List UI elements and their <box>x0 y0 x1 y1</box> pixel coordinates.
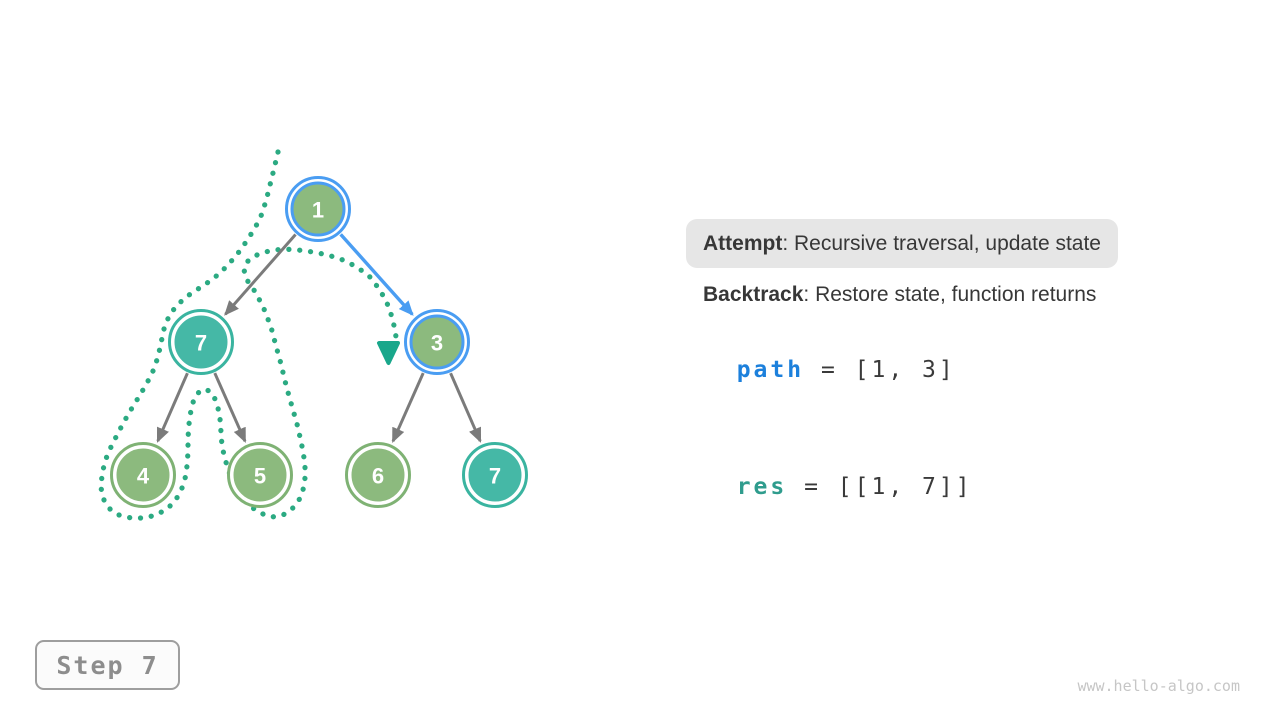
watermark: www.hello-algo.com <box>1077 677 1240 695</box>
node-value: 4 <box>137 464 150 489</box>
res-var: res <box>736 474 788 500</box>
path-var: path <box>736 357 805 383</box>
tree-node-6: 6 <box>345 442 411 508</box>
node-value: 3 <box>431 331 443 356</box>
step-badge: Step 7 <box>35 640 180 690</box>
path-value: = [1, 3] <box>804 357 956 383</box>
backtrack-text: : Restore state, function returns <box>803 283 1097 306</box>
active-edge-n1-n3 <box>339 233 414 316</box>
node-value: 7 <box>195 331 207 356</box>
res-value: = [[1, 7]] <box>787 474 973 500</box>
tree-node-7: 7 <box>168 309 234 375</box>
tree-edge-n3-n7r <box>449 372 482 443</box>
backtrack-note: Backtrack: Restore state, function retur… <box>703 283 1096 307</box>
tree-edge-n7l-n4 <box>156 372 189 443</box>
tree-edge-n3-n6 <box>391 372 425 444</box>
tree-edge-n7l-n5 <box>213 372 247 444</box>
backtrack-keyword: Backtrack <box>703 283 804 306</box>
tree-node-7: 7 <box>462 442 528 508</box>
tree-node-3: 3 <box>404 309 470 375</box>
path-variable-line: path = [1, 3] <box>703 331 956 383</box>
step-label: Step 7 <box>56 650 159 680</box>
attempt-text: : Recursive traversal, update state <box>782 231 1101 255</box>
tree-node-4: 4 <box>110 442 176 508</box>
attempt-note: Attempt: Recursive traversal, update sta… <box>686 219 1118 268</box>
tree-edge-n1-n7l <box>224 233 297 316</box>
res-variable-line: res = [[1, 7]] <box>703 448 973 500</box>
node-value: 1 <box>312 198 324 223</box>
cursor-triangle-icon <box>377 341 400 365</box>
traversal-dotted-path <box>98 149 399 521</box>
node-value: 6 <box>372 464 384 489</box>
node-value: 7 <box>489 464 501 489</box>
tree-node-5: 5 <box>227 442 293 508</box>
node-value: 5 <box>254 464 266 489</box>
binary-tree-diagram: 1 7 3 4 5 6 7 <box>98 149 528 521</box>
attempt-keyword: Attempt <box>703 231 783 255</box>
tree-node-1: 1 <box>285 176 351 242</box>
